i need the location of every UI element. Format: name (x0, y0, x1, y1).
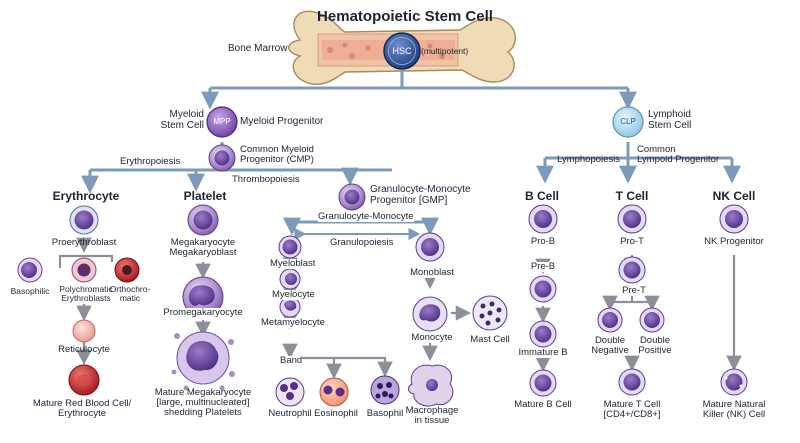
proerythroblast-cell (69, 205, 99, 235)
double-negative-cell (597, 307, 623, 333)
cmp-label: Common Myeloid Progenitor (CMP) (240, 144, 314, 165)
nk-progenitor-label: NK Progenitor (704, 236, 764, 247)
immature-b-label: Immature B (518, 347, 568, 358)
hsc-abbr: HSC (392, 46, 412, 56)
erythropoiesis-label: Erythropoiesis (120, 156, 181, 167)
metamyelocyte-label: Metamyelocyte (261, 317, 325, 328)
pro-t-label: Pro-T (620, 236, 644, 247)
lymphopoiesis-label: Lymphopoiesis (557, 154, 621, 165)
clp-abbr: CLP (620, 117, 636, 126)
macrophage-cell (408, 364, 454, 407)
promegakaryocyte-cell (182, 276, 224, 318)
mature-rbc-label: Mature Red Blood Cell/ Erythrocyte (32, 398, 132, 419)
double-positive-label: Double Positive (638, 335, 672, 356)
clp-label: Common Lympoid Progenitor (637, 144, 720, 165)
myelocyte-label: Myelocyte (272, 289, 315, 300)
basophil-cell (370, 375, 400, 405)
pre-t-cell (618, 256, 646, 284)
b-cell-cell (528, 204, 558, 234)
orthochromatic-label: Orthochro- matic (109, 284, 151, 303)
b-cell-header: B Cell (524, 189, 560, 203)
double-negative-label: Double Negative (591, 335, 629, 356)
mature-nk-label: Mature Natural Killer (NK) Cell (702, 399, 766, 420)
pre-t-label: Pre-T (622, 285, 646, 296)
basophil-label: Basophil (366, 408, 404, 419)
granulopoiesis-label: Granulopoiesis (330, 237, 394, 248)
orthochromatic-erythroblast-cell (114, 257, 140, 283)
myeloid-progenitor-label: Myeloid Progenitor (240, 116, 324, 127)
diagram-title: Hematopoietic Stem Cell (317, 8, 493, 25)
neutrophil-cell (275, 377, 305, 407)
basophilic-label: Basophilic (10, 286, 50, 296)
mature-megakaryocyte-cell (171, 331, 235, 391)
metamyelocyte-cell (279, 296, 301, 318)
thrombopoiesis-label: Thrombopoiesis (232, 174, 300, 185)
bone-marrow-label: Bone Marrow (228, 43, 288, 54)
reticulocyte-label: Reticulocyte (58, 344, 110, 355)
polychromatic-erythroblast-cell (71, 257, 97, 283)
myelocyte-cell (279, 268, 301, 290)
mature-rbc-cell (68, 364, 100, 396)
myeloid-header: Myeloid Stem Cell (160, 109, 204, 131)
pro-b-label: Pro-B (530, 236, 556, 247)
pre-b-label: Pre-B (530, 261, 556, 272)
immature-b-cell (529, 320, 557, 348)
band-label: Band (280, 355, 303, 366)
clp-cell (612, 106, 644, 138)
proerythroblast-label: Proerythroblast (51, 237, 117, 248)
mpp-cell (206, 106, 238, 138)
monoblast-cell (415, 232, 445, 262)
hsc-note: (multipotent) (421, 46, 469, 56)
neutrophil-label: Neutrophil (268, 408, 312, 419)
megakaryoblast-label: Megakaryocyte Megakaryoblast (169, 237, 237, 258)
eosinophil-cell (319, 377, 349, 407)
mast-cell-label: Mast Cell (470, 334, 510, 345)
pre-b-cell (529, 275, 557, 303)
granulocyte-monocyte-label: Granulocyte-Monocyte (318, 211, 414, 222)
mature-t-cell (618, 368, 646, 396)
progression-arrows (58, 237, 742, 380)
nk-progenitor-cell (719, 204, 749, 234)
myeloblast-cell (278, 235, 302, 259)
megakaryoblast-cell (187, 204, 219, 236)
polychromatic-label: Polychromatic Erythroblasts (59, 284, 113, 303)
platelet-header: Platelet (183, 189, 227, 203)
promegakaryocyte-label: Promegakaryocyte (163, 307, 243, 318)
monoblast-label: Monoblast (410, 267, 454, 278)
t-cell-cell (617, 204, 647, 234)
reticulocyte-cell (72, 319, 96, 343)
erythrocyte-header: Erythrocyte (52, 189, 120, 203)
mast-cell (472, 295, 508, 331)
mature-b-label: Mature B Cell (514, 399, 572, 410)
gmp-label: Granulocyte-Monocyte Progenitor [GMP] (370, 184, 471, 206)
macrophage-label: Macrophage in tissue (405, 405, 459, 426)
mature-megakaryocyte-label: Mature Megakaryocyte [large, multinuclea… (154, 387, 252, 418)
mature-b-cell (529, 369, 557, 397)
hsc-cell (383, 32, 421, 70)
mature-nk-cell (720, 368, 748, 396)
monocyte-cell (412, 296, 448, 332)
nk-cell-header: NK Cell (712, 189, 756, 203)
eosinophil-label: Eosinophil (314, 408, 358, 419)
t-cell-header: T Cell (615, 189, 649, 203)
gmp-cell (338, 183, 366, 211)
myeloblast-label: Myeloblast (270, 258, 316, 269)
lineage-lines (81, 70, 741, 236)
mpp-abbr: MPP (213, 117, 231, 126)
monocyte-label: Monocyte (411, 332, 453, 343)
cmp-cell (208, 144, 236, 172)
basophilic-erythroblast-cell (17, 257, 43, 283)
lymphoid-header: Lymphoid Stem Cell (648, 109, 692, 131)
mature-t-label: Mature T Cell [CD4+/CD8+] (603, 399, 661, 420)
double-positive-cell (639, 307, 665, 333)
